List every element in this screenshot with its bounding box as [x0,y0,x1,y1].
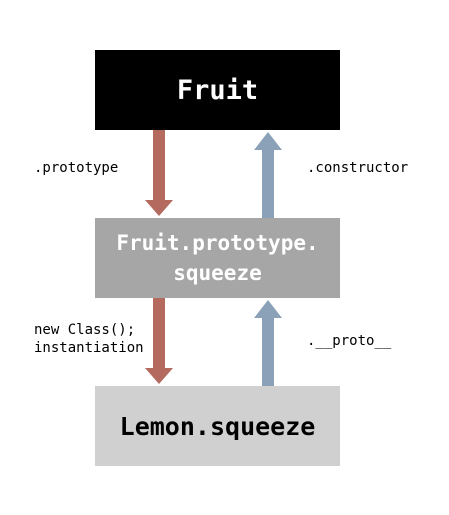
proto-arrow [254,300,282,386]
instantiation-edge-label-line2: instantiation [34,339,144,356]
fruit-node: Fruit [95,50,340,130]
prototype-arrow [145,130,173,216]
fruit-prototype-squeeze-node: Fruit.prototype. squeeze [95,218,340,298]
constructor-edge-label: .constructor [307,160,409,176]
proto-edge-label: .__proto__ [307,333,392,349]
constructor-arrow [254,132,282,218]
fruit-node-label: Fruit [176,74,259,106]
instantiation-arrow [145,298,173,384]
lemon-node-label: Lemon.squeeze [119,411,316,441]
prototype-node-label-line1: Fruit.prototype. [116,230,319,255]
instantiation-edge-label: new Class(); instantiation [34,322,144,357]
instantiation-edge-label-line1: new Class(); [34,322,136,338]
prototype-edge-label: .prototype [34,160,119,176]
lemon-squeeze-node: Lemon.squeeze [95,386,340,466]
prototype-node-label-line2: squeeze [173,261,262,285]
